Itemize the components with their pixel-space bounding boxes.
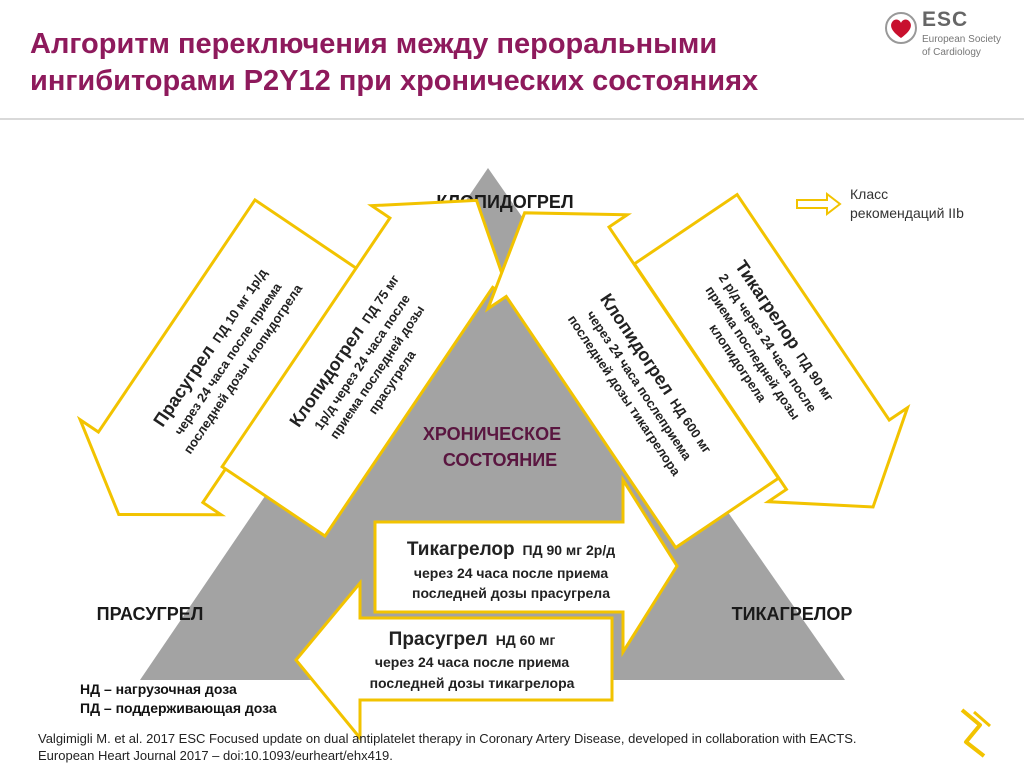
arrow6-line2: через 24 часа после приема xyxy=(375,654,569,670)
arrow-ticagrelor-to-prasugrel: Прасугрел НД 60 мг через 24 часа после п… xyxy=(294,578,614,743)
svg-text:Прасугрел НД 60 мг: Прасугрел НД 60 мг xyxy=(389,629,556,650)
legend-arrow-icon xyxy=(796,191,842,217)
arrow-prasugrel-to-ticagrelor: Тикагрелор ПД 90 мг 2р/д через 24 часа п… xyxy=(373,474,679,658)
arrow5-line2: через 24 часа после приема xyxy=(414,565,608,581)
arrow6-dose: НД 60 мг xyxy=(496,632,556,648)
heart-icon xyxy=(885,12,917,44)
arrow-clopidogrel-to-prasugrel: Прасугрел ПД 10 мг 1р/д через 24 часа по… xyxy=(76,197,362,517)
corner-label-ticagrelor: ТИКАГРЕЛОР xyxy=(732,604,853,624)
legend-line1: Класс xyxy=(850,186,889,202)
arrow6-drug: Прасугрел xyxy=(389,629,488,650)
page-title: Алгоритм переключения между пероральными… xyxy=(30,28,759,97)
svg-text:Тикагрелор ПД 90 мг 2р/д: Тикагрелор ПД 90 мг 2р/д xyxy=(407,539,615,560)
corner-label-prasugrel: ПРАСУГРЕЛ xyxy=(97,604,204,624)
arrow5-drug: Тикагрелор xyxy=(407,539,515,560)
logo-subtitle-2: of Cardiology xyxy=(922,47,981,58)
center-label-line2: СОСТОЯНИЕ xyxy=(443,450,557,470)
sponsor-logo-icon xyxy=(960,708,991,758)
abbreviations: НД – нагрузочная доза ПД – поддерживающа… xyxy=(80,680,277,718)
note-loading-dose: НД – нагрузочная доза xyxy=(80,681,237,697)
divider xyxy=(0,118,1024,120)
arrow5-line3: последней дозы прасугрела xyxy=(412,585,610,601)
legend-line2: рекомендаций IIb xyxy=(850,205,964,221)
arrow5-dose: ПД 90 мг 2р/д xyxy=(523,542,616,558)
citation-line1: Valgimigli M. et al. 2017 ESC Focused up… xyxy=(38,731,857,746)
logo-subtitle-1: European Society xyxy=(922,34,1001,45)
center-label-line1: ХРОНИЧЕСКОЕ xyxy=(423,424,561,444)
esc-logo: ESC European Society of Cardiology xyxy=(884,6,1014,66)
note-maintenance-dose: ПД – поддерживающая доза xyxy=(80,700,277,716)
citation-line2: European Heart Journal 2017 – doi:10.109… xyxy=(38,748,393,763)
arrow6-line3: последней дозы тикагрелора xyxy=(370,675,575,691)
logo-name: ESC xyxy=(922,8,969,31)
citation: Valgimigli M. et al. 2017 ESC Focused up… xyxy=(38,730,958,764)
